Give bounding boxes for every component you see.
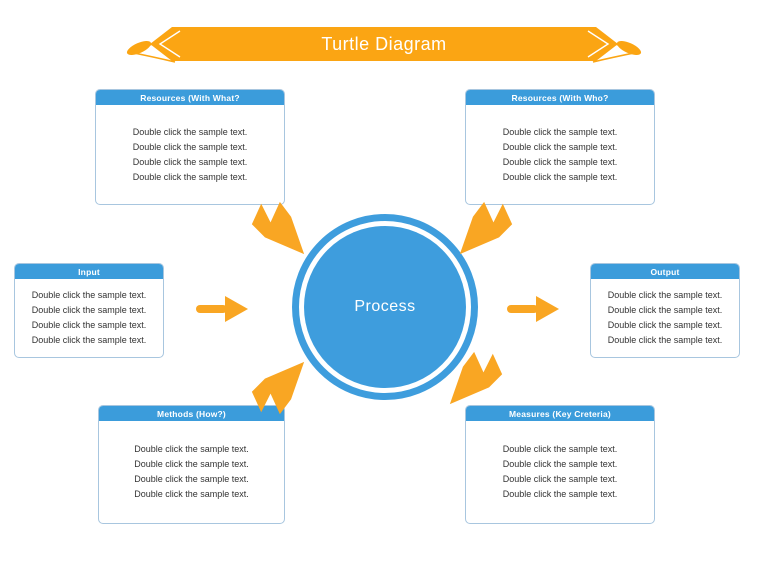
process-circle[interactable]: Process (292, 214, 478, 400)
arrowhead-shape (251, 201, 305, 255)
box-title: Output (650, 266, 680, 277)
arrow-resources-who-to-process[interactable] (458, 200, 514, 256)
sample-text-line[interactable]: Double click the sample text. (502, 474, 618, 484)
sample-text-line[interactable]: Double click the sample text. (134, 459, 249, 469)
ribbon-chevron-right (587, 30, 610, 58)
title-banner[interactable]: Turtle Diagram (126, 24, 642, 64)
box-body: Double click the sample text. Double cli… (591, 279, 739, 357)
ribbon-chevron-left (158, 30, 181, 58)
box-header[interactable]: Resources (With Who? (466, 90, 654, 105)
box-body: Double click the sample text. Double cli… (99, 421, 284, 523)
sample-text-line[interactable]: Double click the sample text. (607, 320, 723, 330)
box-header[interactable]: Methods (How?) (99, 406, 284, 421)
box-title: Input (78, 266, 100, 277)
sample-text-line[interactable]: Double click the sample text. (134, 444, 249, 454)
sample-text-line[interactable]: Double click the sample text. (502, 126, 618, 137)
ribbon-body (150, 27, 618, 61)
box-title: Measures (Key Creteria) (509, 408, 611, 419)
ribbon-flourish-right-bottom (592, 51, 640, 63)
sample-text-line[interactable]: Double click the sample text. (502, 444, 618, 454)
arrow-resources-what-to-process[interactable] (250, 200, 306, 256)
sample-text-line[interactable]: Double click the sample text. (132, 126, 248, 137)
sample-text-line[interactable]: Double click the sample text. (607, 290, 723, 300)
box-header[interactable]: Input (15, 264, 163, 279)
ribbon-flourish-left-bottom (128, 51, 176, 63)
arrowhead-shape (225, 296, 248, 322)
arrow-shaft (507, 305, 538, 313)
sample-text-line[interactable]: Double click the sample text. (607, 305, 723, 315)
box-measures[interactable]: Measures (Key Creteria) Double click the… (465, 405, 655, 524)
sample-text-line[interactable]: Double click the sample text. (132, 171, 248, 182)
diagram-title: Turtle Diagram (321, 33, 447, 54)
box-header[interactable]: Output (591, 264, 739, 279)
sample-text-line[interactable]: Double click the sample text. (31, 335, 147, 345)
arrowhead-shape (449, 351, 503, 405)
arrow-process-to-measures[interactable] (448, 350, 504, 406)
arrowhead-shape (251, 361, 305, 415)
box-header[interactable]: Resources (With What? (96, 90, 284, 105)
box-body: Double click the sample text. Double cli… (15, 279, 163, 357)
box-body: Double click the sample text. Double cli… (466, 105, 654, 204)
process-label[interactable]: Process (304, 226, 466, 388)
sample-text-line[interactable]: Double click the sample text. (502, 489, 618, 499)
sample-text-line[interactable]: Double click the sample text. (31, 320, 147, 330)
box-body: Double click the sample text. Double cli… (96, 105, 284, 204)
box-title: Resources (With Who? (511, 92, 609, 103)
arrowhead-shape (459, 201, 513, 255)
box-title: Resources (With What? (140, 92, 240, 103)
sample-text-line[interactable]: Double click the sample text. (132, 156, 248, 167)
box-methods[interactable]: Methods (How?) Double click the sample t… (98, 405, 285, 524)
arrow-process-to-output[interactable] (505, 294, 561, 324)
sample-text-line[interactable]: Double click the sample text. (134, 489, 249, 499)
sample-text-line[interactable]: Double click the sample text. (134, 474, 249, 484)
box-resources-with-who[interactable]: Resources (With Who? Double click the sa… (465, 89, 655, 205)
box-output[interactable]: Output Double click the sample text. Dou… (590, 263, 740, 358)
sample-text-line[interactable]: Double click the sample text. (31, 290, 147, 300)
ribbon-banner-shape (126, 27, 642, 63)
sample-text-line[interactable]: Double click the sample text. (502, 141, 618, 152)
sample-text-line[interactable]: Double click the sample text. (502, 156, 618, 167)
sample-text-line[interactable]: Double click the sample text. (31, 305, 147, 315)
sample-text-line[interactable]: Double click the sample text. (502, 459, 618, 469)
box-header[interactable]: Measures (Key Creteria) (466, 406, 654, 421)
arrowhead-shape (536, 296, 559, 322)
arrow-input-to-process[interactable] (194, 294, 250, 324)
arrow-methods-to-process[interactable] (250, 360, 306, 416)
box-body: Double click the sample text. Double cli… (466, 421, 654, 523)
box-title: Methods (How?) (157, 408, 226, 419)
box-resources-with-what[interactable]: Resources (With What? Double click the s… (95, 89, 285, 205)
sample-text-line[interactable]: Double click the sample text. (607, 335, 723, 345)
arrow-shaft (196, 305, 227, 313)
sample-text-line[interactable]: Double click the sample text. (502, 171, 618, 182)
box-input[interactable]: Input Double click the sample text. Doub… (14, 263, 164, 358)
sample-text-line[interactable]: Double click the sample text. (132, 141, 248, 152)
